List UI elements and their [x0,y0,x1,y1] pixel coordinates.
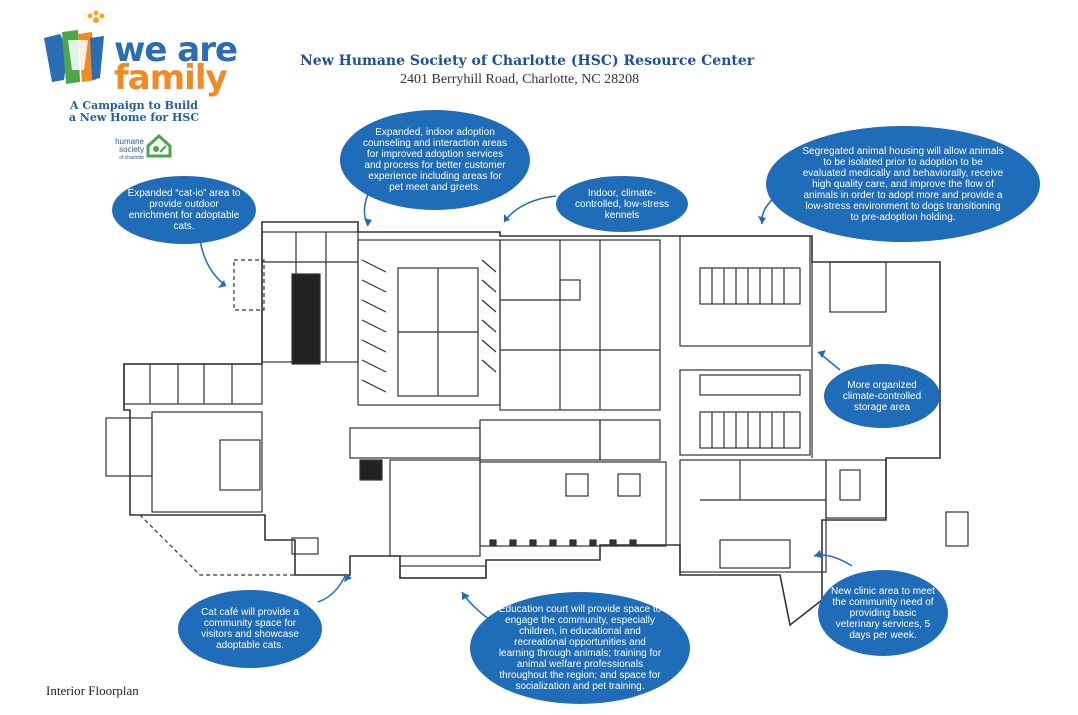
callout-storage: More organized climate-controlled storag… [824,364,940,428]
callout-education-court: Education court will provide space to en… [470,592,690,704]
campaign-tagline: A Campaign to Build a New Home for HSC [68,99,200,124]
floorplan-caption: Interior Floorplan [46,683,139,698]
callout-kennels: Indoor, climate-controlled, low-stress k… [556,176,688,232]
hsc-house-icon [146,134,172,158]
callout-arrowheads [218,214,826,600]
page-address: 2401 Berryhill Road, Charlotte, NC 28208 [400,72,640,87]
callout-pointers [199,189,853,621]
logo-text-family: family [114,58,228,98]
callout-cat-cafe: Cat café will provide a community space … [178,590,322,668]
callout-animal-housing: Segregated animal housing will allow ani… [766,126,1040,242]
family-figures-icon [44,10,105,84]
callout-clinic: New clinic area to meet the community ne… [818,570,948,656]
campaign-logo: we are family [38,10,238,170]
callout-adoption-areas: Expanded, indoor adoption counseling and… [340,110,530,210]
floorplan-walls [105,221,969,627]
hsc-logo-text: humane society of charlotte [115,137,144,162]
callout-catio: Expanded “cat-io” area to provide outdoo… [112,176,256,244]
logo-text-we-are: we are [114,30,238,70]
page-title: New Humane Society of Charlotte (HSC) Re… [300,53,755,69]
